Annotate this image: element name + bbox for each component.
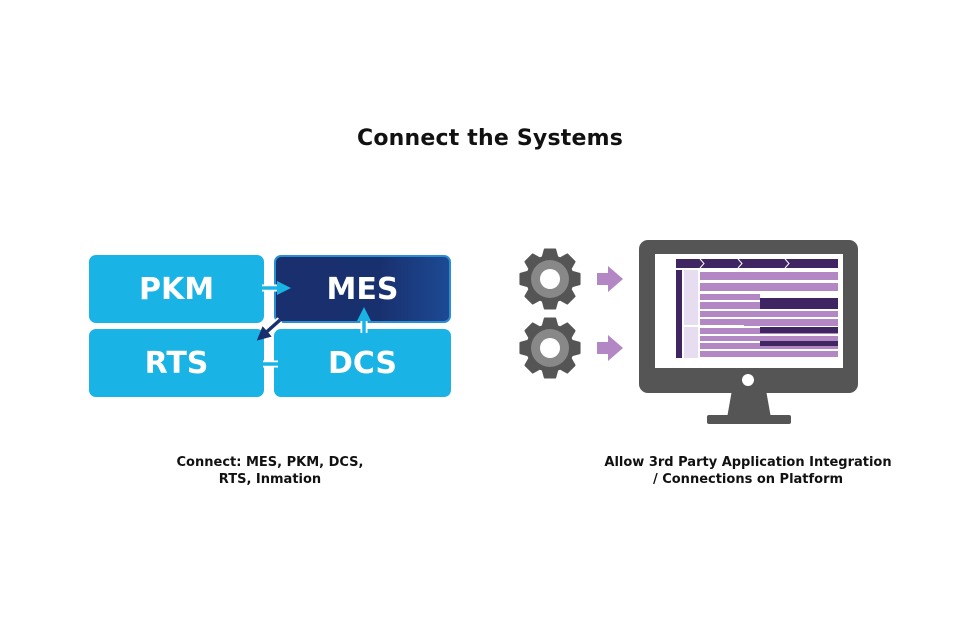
gear-icon: [519, 317, 581, 379]
caption-line: Allow 3rd Party Application Integration: [604, 455, 892, 470]
caption-line: Connect: MES, PKM, DCS,: [176, 455, 364, 470]
gear-icon: [519, 248, 581, 310]
rts-box: RTS: [89, 329, 264, 397]
arrow-mes-to-rts: [256, 317, 283, 341]
caption-third-party: Allow 3rd Party Application Integration …: [598, 454, 898, 488]
pkm-box: PKM: [89, 255, 264, 323]
arrow-right-icon: [597, 266, 623, 292]
arrow-right-icon: [597, 335, 623, 361]
caption-line: / Connections on Platform: [652, 472, 844, 487]
caption-line: RTS, Inmation: [218, 472, 322, 487]
dcs-box: DCS: [274, 329, 451, 397]
page-title: Connect the Systems: [356, 126, 624, 151]
power-button-icon: [742, 374, 754, 386]
caption-connect-systems: Connect: MES, PKM, DCS, RTS, Inmation: [150, 454, 390, 488]
